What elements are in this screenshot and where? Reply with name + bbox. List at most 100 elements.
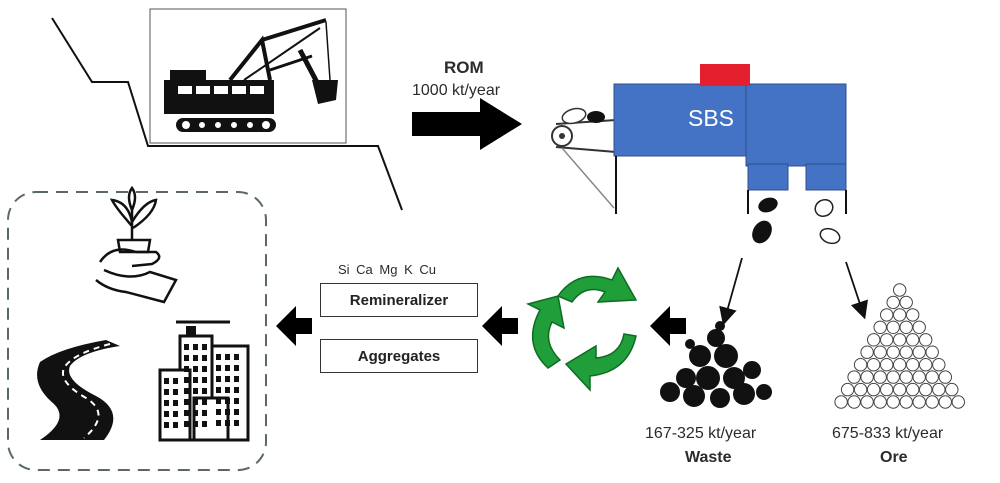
window [184,421,189,427]
window [193,344,198,350]
recycle-icon [525,266,638,392]
ore-pebble [899,320,913,334]
window [173,378,178,384]
window [173,389,178,395]
window [202,399,207,405]
ore-pebble [893,382,907,397]
window [164,411,169,417]
ore-pebble [912,370,926,384]
ore-pebble [867,333,881,347]
ore-pebble [886,345,900,359]
window [164,422,169,428]
window [216,387,221,393]
ore-pebble [886,370,900,384]
waste-name: Waste [685,449,732,466]
window [216,365,221,371]
window [234,365,239,371]
window [225,376,230,382]
ore-pebble [899,295,913,310]
window [193,421,198,427]
applications-box [7,191,267,471]
ore-pebble [847,370,861,384]
window [225,398,230,404]
ore-pebble [925,395,939,409]
ore-pebble [906,308,920,322]
ore-pebble [906,333,920,347]
ore-pebble [853,358,868,372]
ore-pebble [866,358,881,372]
window [234,387,239,393]
ore-pebble [840,382,855,397]
window [234,420,239,426]
ore-pebble [893,308,907,322]
window [202,410,207,416]
window [184,366,189,372]
ore-pebble [893,333,907,347]
window [173,411,178,417]
window [193,355,198,361]
ore-pebble [886,320,900,334]
recycle-to-products-arrow [482,306,518,346]
window [164,378,169,384]
ore-pile [834,283,965,409]
excavator-icon [149,8,347,144]
window [173,422,178,428]
waste-to-recycle-arrow [650,306,686,346]
ore-pebble [899,370,913,384]
ore-pebble [906,358,920,372]
ore-pebble [880,382,894,397]
window [216,354,221,360]
ore-pebble [873,370,887,384]
remineralizer-box: Remineralizer [320,283,478,317]
window [234,354,239,360]
waste-pile [660,321,772,408]
ore-pebble [925,370,939,384]
ore-pebble [932,358,946,372]
ore-pebble [899,345,913,359]
aggregates-label: Aggregates [357,347,441,365]
road-icon [37,340,120,440]
ore-rate: 675-833 kt/year [832,425,944,442]
window [234,409,239,415]
window [193,399,198,405]
window [164,400,169,406]
window [202,344,207,350]
ore-pebble [912,395,926,409]
ore-pebble [847,395,861,409]
ore-pebble [880,358,894,372]
window [184,399,189,405]
waste-rate: 167-325 kt/year [645,425,757,442]
sbs-label: SBS [688,105,735,131]
window [234,376,239,382]
window [225,409,230,415]
ore-pebble [906,382,920,397]
ore-pebble [932,382,946,397]
ore-pebble [873,345,887,359]
window [202,355,207,361]
sbs-sorter [613,64,847,214]
ore-pebble [938,395,952,409]
remineralizer-label: Remineralizer [349,291,449,309]
waste-arrow [719,257,743,326]
window [193,410,198,416]
window [202,421,207,427]
window [173,400,178,406]
ore-pebble [938,370,952,384]
ore-pebble [912,320,926,334]
rom-rate: 1000 kt/year [412,82,501,99]
ore-pebble [919,333,933,347]
ore-pebble [945,382,959,397]
window [202,366,207,372]
ore-pebble [880,333,894,347]
rom-arrow [412,98,522,150]
ore-arrow [845,261,868,320]
products-to-uses-arrow [276,306,312,346]
window [193,377,198,383]
window [216,409,221,415]
window [202,388,207,394]
ore-pebble [886,295,900,310]
pit-profile-line [51,17,403,211]
window [193,388,198,394]
ore-name: Ore [880,449,908,466]
